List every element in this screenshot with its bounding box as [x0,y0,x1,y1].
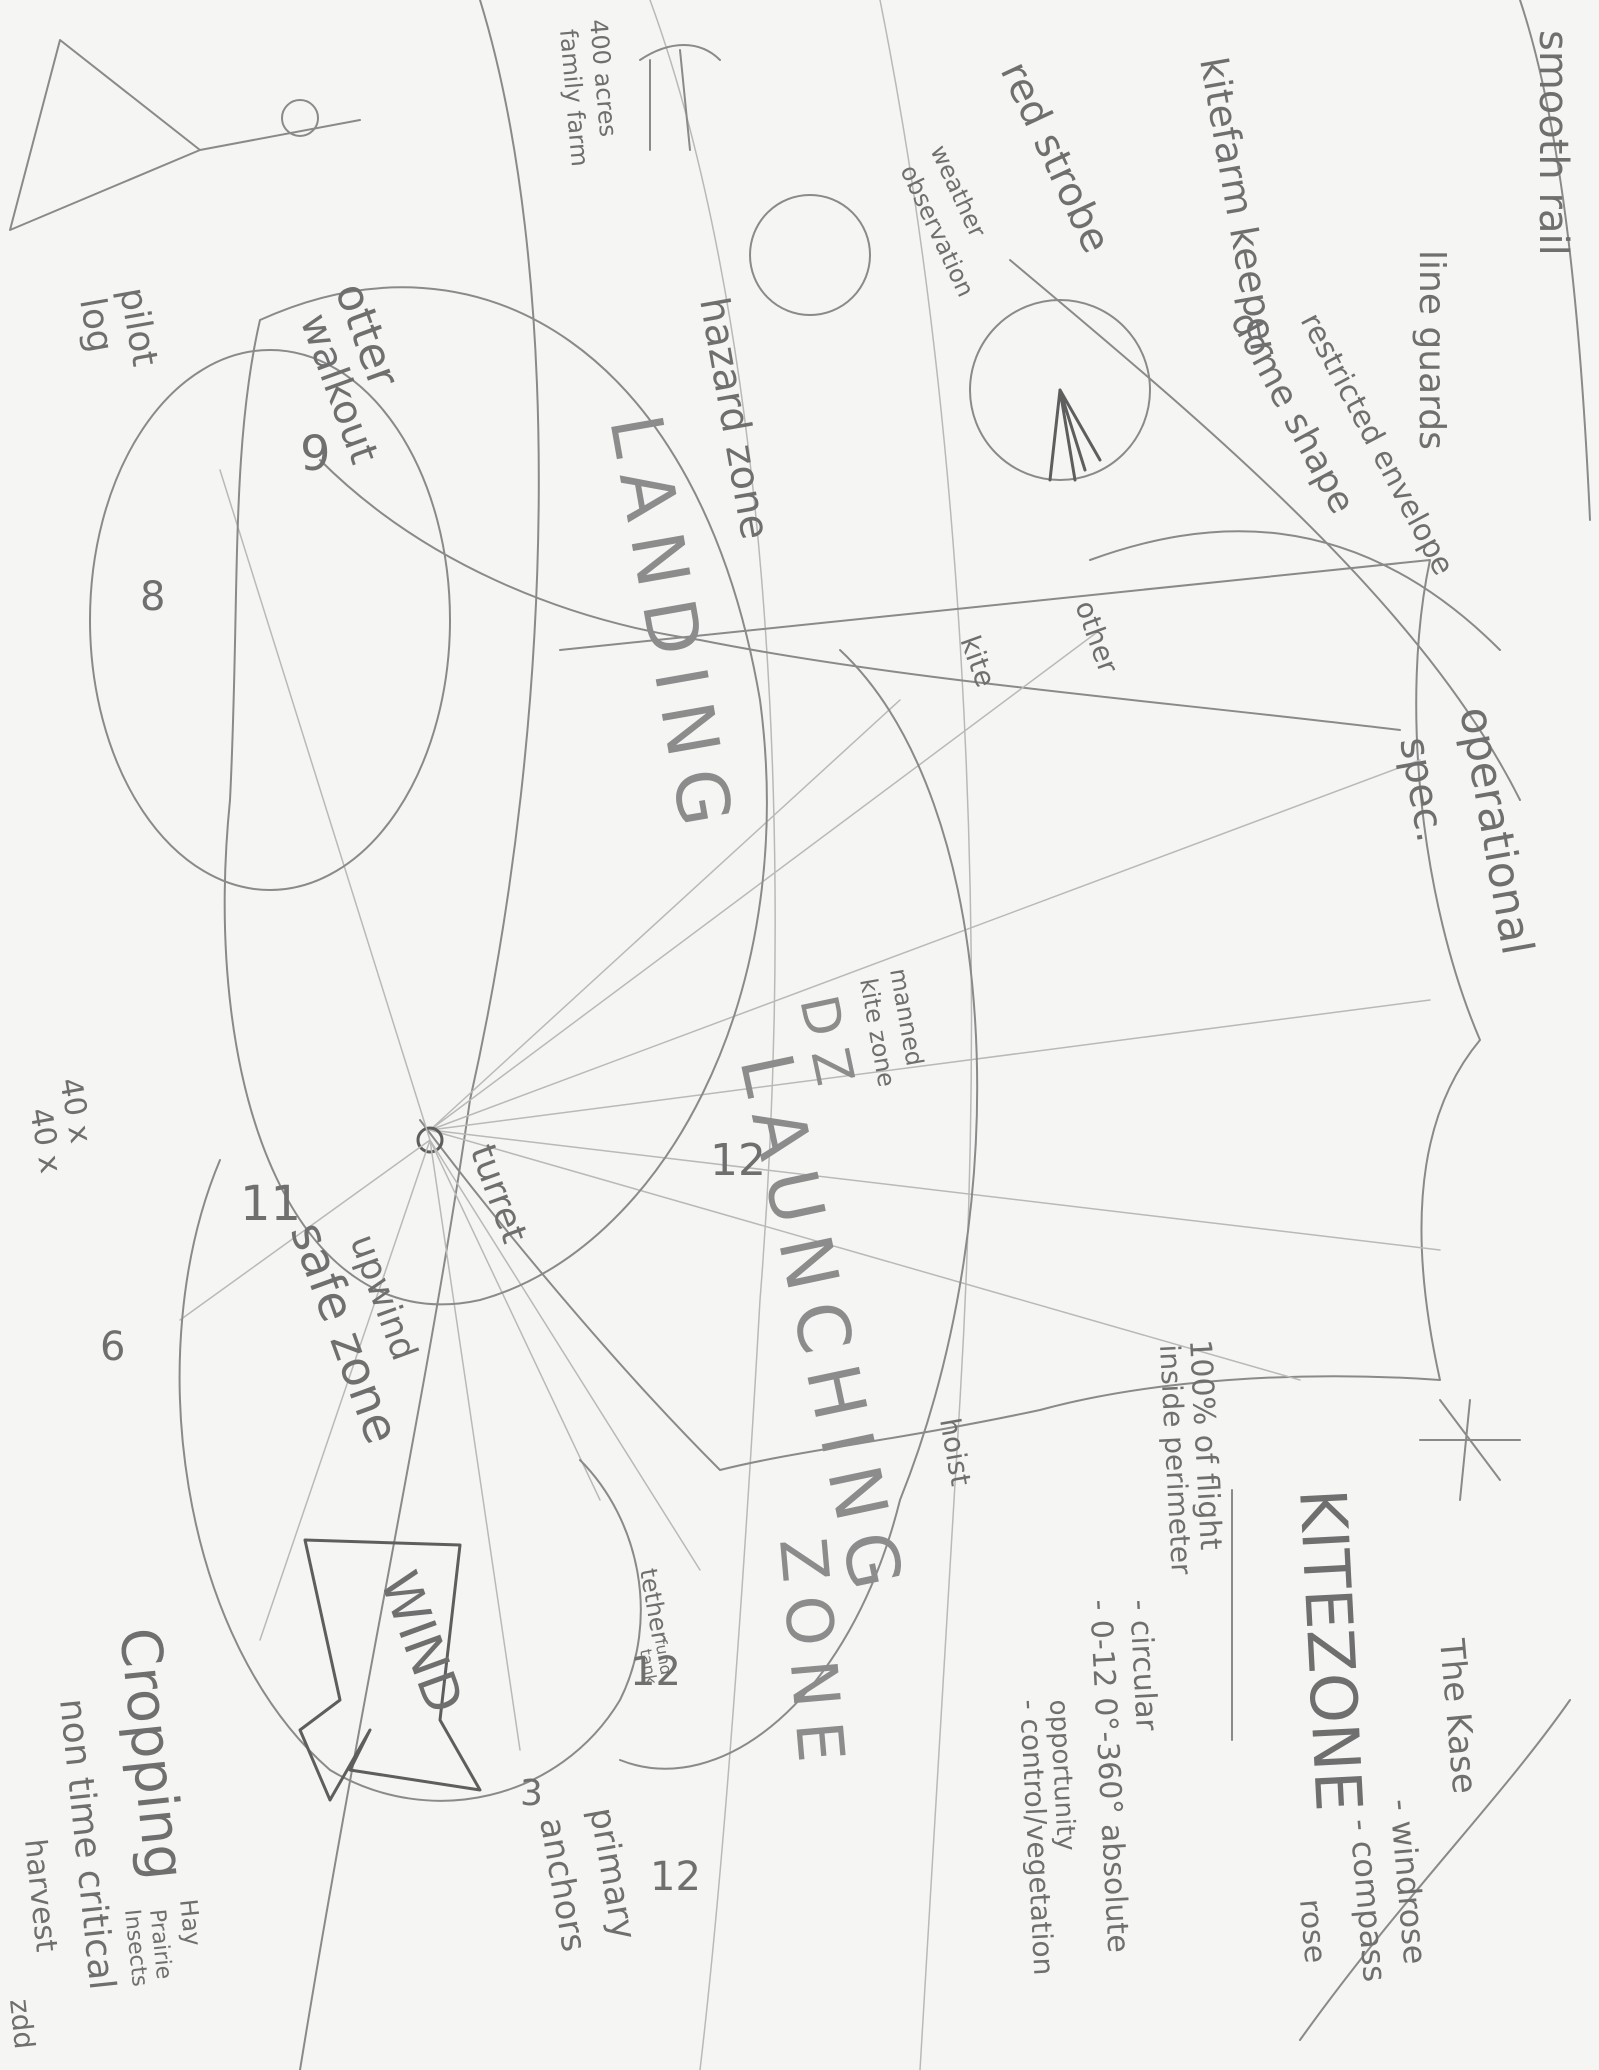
note-harvest: harvest [17,1837,64,1954]
note-kitefarm-keeper: kitefarm keeper [1191,54,1287,360]
outer-envelope-curve-3 [880,0,971,2070]
note-hazard-zone: hazard zone [690,294,778,543]
note-spec: spec. [1390,734,1454,846]
note-other: other [1068,596,1125,678]
note-anchors: anchors [531,1815,594,1955]
tower-sketch [640,45,720,150]
note-primary: primary [581,1805,643,1943]
label-kitezone: KITEZONE [1284,1487,1375,1813]
kitezone-note-3: - circular [1122,1599,1164,1733]
num-12-a: 12 [710,1135,766,1186]
windrose-hatching [1050,390,1100,480]
note-the-kase: The Kase [1431,1636,1484,1795]
corner-star [1420,1400,1520,1500]
note-red-strobe: red strobe [991,55,1119,260]
num-8: 8 [140,574,165,620]
note-hay: Hay [174,1898,207,1948]
label-wind: WIND [368,1564,474,1721]
note-corner: zdd [3,1997,41,2050]
note-rose: rose [1292,1898,1332,1965]
note-line-guards: line guards [1411,250,1452,450]
kite-inner-lines [430,630,1440,1380]
note-pilot: pilot [111,284,165,369]
num-11: 11 [240,1176,301,1232]
num-6: 6 [100,1324,125,1370]
num-12-b: 12 [650,1854,701,1900]
num-9: 9 [300,426,331,482]
note-kite: kite [953,631,1002,691]
note-smooth-rail: smooth rail [1530,30,1576,256]
kite-spar [320,460,1400,730]
hazard-zone-ellipse [90,350,450,890]
num-3: 3 [520,1773,543,1814]
note-log: log [71,294,121,355]
bridle-lines [180,470,700,1750]
note-turret: turret [462,1139,535,1248]
note-hoist: hoist [933,1415,977,1488]
note-operational: operational [1449,703,1543,959]
label-launching: LAUNCHING [723,1046,921,1610]
note-cropping: Cropping [106,1625,197,1883]
tower-plan-circle [750,195,870,315]
